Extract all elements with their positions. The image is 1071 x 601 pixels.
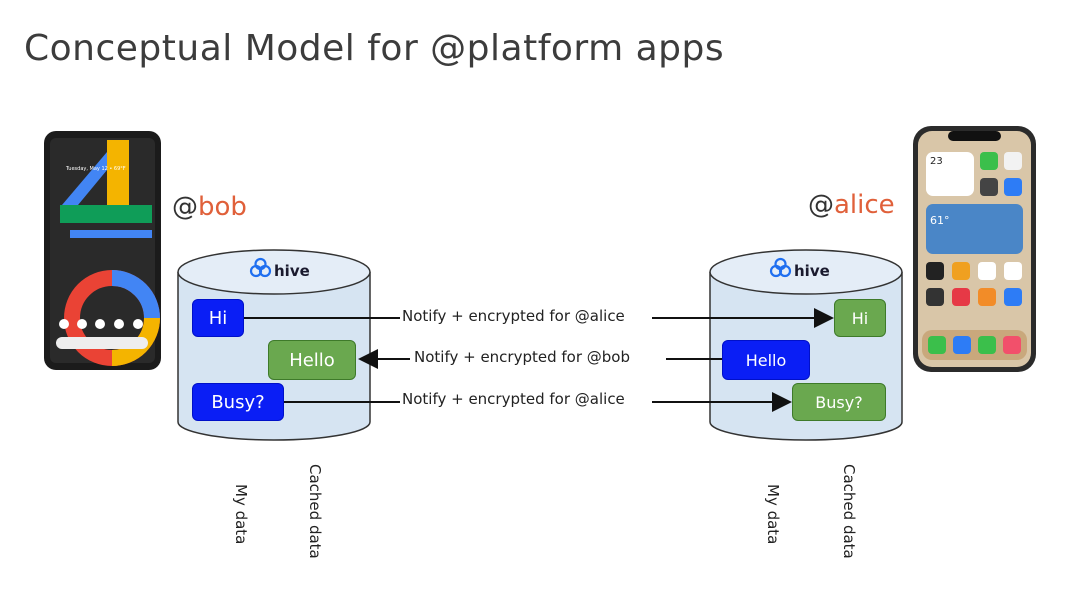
hive-brand-label: hive <box>274 262 310 280</box>
notify-label: Notify + encrypted for @alice <box>402 390 625 408</box>
at-symbol: @ <box>808 190 834 220</box>
cached-data-label: Cached data <box>306 464 324 559</box>
notify-label: Notify + encrypted for @bob <box>414 348 631 366</box>
cached-data-label: Cached data <box>840 464 858 559</box>
alice-handle: @alice <box>808 190 895 220</box>
my-data-label: My data <box>232 484 250 545</box>
message-busy: Busy? <box>792 383 886 421</box>
at-symbol: @ <box>172 192 198 222</box>
my-data-label: My data <box>764 484 782 545</box>
notify-label: Notify + encrypted for @alice <box>402 307 625 325</box>
message-hi: Hi <box>192 299 244 337</box>
android-date-text: Tuesday, May 12 • 69°F <box>66 166 126 172</box>
hive-logo-icon <box>769 257 792 278</box>
message-hello: Hello <box>722 340 810 380</box>
message-busy: Busy? <box>192 383 284 421</box>
page-title: Conceptual Model for @platform apps <box>24 28 725 69</box>
iphone-weather-temp: 61° <box>930 214 950 227</box>
handle-name: alice <box>834 190 895 220</box>
iphone-calendar-day: 23 <box>930 156 943 167</box>
bob-handle: @bob <box>172 192 247 222</box>
message-hello: Hello <box>268 340 356 380</box>
iphone-image <box>913 126 1036 372</box>
handle-name: bob <box>198 192 247 222</box>
hive-brand-label: hive <box>794 262 830 280</box>
hive-logo-icon <box>249 257 272 278</box>
android-phone-image <box>44 131 161 370</box>
message-hi: Hi <box>834 299 886 337</box>
